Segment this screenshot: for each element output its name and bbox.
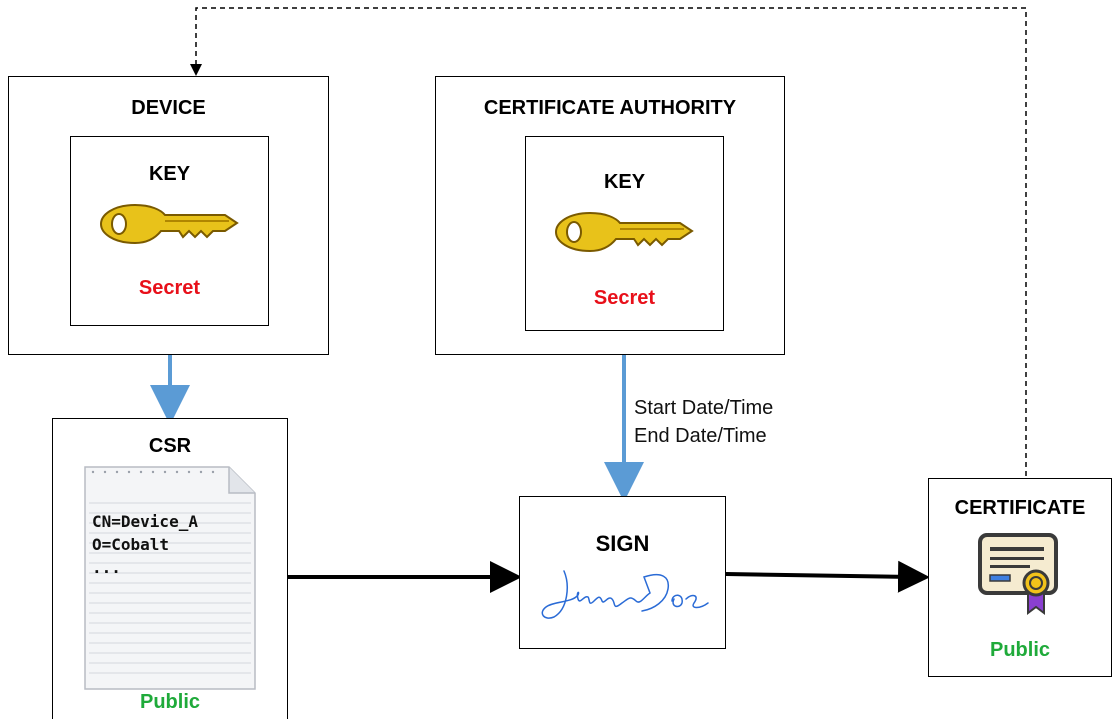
ca-box: CERTIFICATE AUTHORITY KEY Secret — [435, 76, 785, 355]
certificate-public-label: Public — [989, 639, 1050, 661]
ca-key-box: KEY Secret — [525, 136, 724, 331]
csr-line-ellipsis: ... — [92, 558, 121, 577]
device-box: DEVICE KEY Secret — [8, 76, 329, 355]
document-icon — [84, 466, 256, 690]
ca-title: CERTIFICATE AUTHORITY — [483, 97, 737, 119]
ca-key-title: KEY — [603, 171, 646, 193]
feedback-dashed-arrow — [190, 7, 1027, 476]
ca-secret-label: Secret — [593, 287, 656, 309]
validity-text: Start Date/Time End Date/Time — [634, 394, 773, 450]
csr-line-cn: CN=Device_A — [92, 512, 198, 531]
end-date-label: End Date/Time — [634, 425, 767, 447]
csr-line-o: O=Cobalt — [92, 535, 170, 554]
csr-title: CSR — [148, 435, 192, 457]
certificate-icon — [978, 533, 1058, 615]
sign-title: SIGN — [595, 531, 650, 556]
certificate-title: CERTIFICATE — [954, 497, 1086, 519]
certificate-box: CERTIFICATE Public — [928, 478, 1112, 677]
key-icon — [99, 203, 239, 245]
device-title: DEVICE — [131, 97, 206, 119]
device-key-box: KEY Secret — [70, 136, 269, 326]
csr-public-label: Public — [139, 691, 200, 713]
signature-icon — [541, 570, 709, 619]
device-secret-label: Secret — [138, 277, 201, 299]
key-icon — [554, 211, 694, 253]
csr-content: CN=Device_A O=Cobalt ... — [92, 510, 198, 579]
sign-to-certificate-arrow — [725, 560, 930, 593]
device-key-title: KEY — [148, 163, 191, 185]
csr-box: CSR Public — [52, 418, 288, 719]
start-date-label: Start Date/Time — [634, 397, 774, 419]
sign-box: SIGN — [519, 496, 726, 649]
